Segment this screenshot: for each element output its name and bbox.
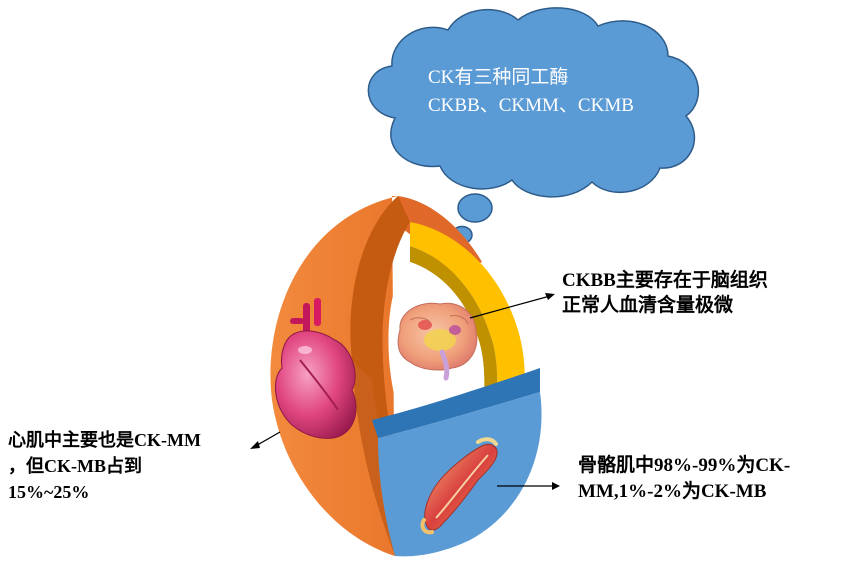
callout-arrows <box>250 293 560 490</box>
cloud-line-1: CK有三种同工酶 <box>428 67 569 88</box>
muscle-icon <box>420 437 498 535</box>
heart-annotation-line-2: ，但CK-MB占到 <box>8 456 142 476</box>
brain-arrowhead <box>545 293 555 300</box>
muscle-annotation-line-2: MM,1%-2%为CK-MB <box>578 481 767 502</box>
brain-annotation-line-2: 正常人血清含量极微 <box>562 295 734 316</box>
yellow-band <box>410 222 525 392</box>
muscle-arrowhead <box>552 482 560 490</box>
muscle-annotation-line-1: 骨骼肌中98%-99%为CK- <box>578 455 791 476</box>
cloud-line-2: CKBB、CKMM、CKMB <box>428 95 634 116</box>
brain-icon <box>397 302 478 381</box>
heart-annotation: 心肌中主要也是CK-MM ，但CK-MB占到 15%~25% <box>8 427 201 505</box>
brain-annotation-line-1: CKBB主要存在于脑组织 <box>562 270 768 291</box>
thought-bubble-large <box>457 193 493 223</box>
muscle-annotation: 骨骼肌中98%-99%为CK- MM,1%-2%为CK-MB <box>578 453 790 505</box>
thought-cloud <box>367 7 700 260</box>
heart-annotation-line-3: 15%~25% <box>8 482 90 502</box>
brain-arrow <box>469 295 551 319</box>
cloud-shape <box>367 7 700 198</box>
yellow-band-shadow <box>410 246 498 392</box>
blue-band-top <box>372 368 540 438</box>
yellow-layer <box>410 222 525 392</box>
cloud-text: CK有三种同工酶 CKBB、CKMM、CKMB <box>428 64 634 120</box>
heart-annotation-line-1: 心肌中主要也是CK-MM <box>8 430 201 450</box>
heart-arrowhead <box>250 441 260 449</box>
brain-annotation: CKBB主要存在于脑组织 正常人血清含量极微 <box>562 268 768 318</box>
heart-icon <box>274 298 357 439</box>
